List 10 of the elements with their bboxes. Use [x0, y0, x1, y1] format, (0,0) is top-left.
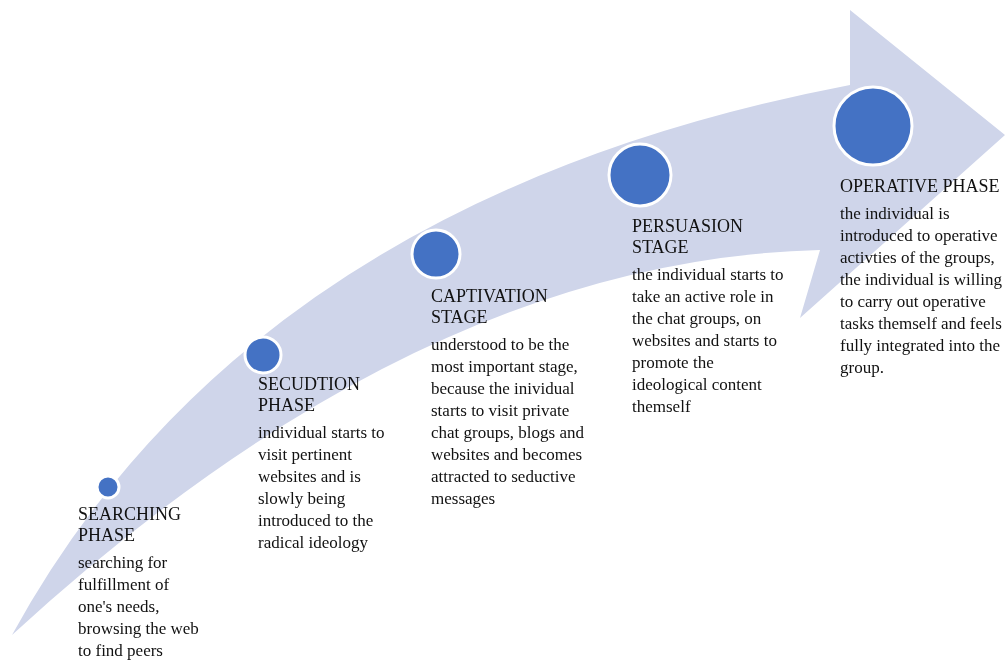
- stage-title: SECUDTION PHASE: [258, 374, 361, 416]
- stage-description: searching for fulfillment of one's needs, browsing the web to find peers: [78, 552, 200, 662]
- stage-description: understood to be the most important stage, because the inividual starts to visit private chat groups, blogs and websites and becomes attracted to seductive messages: [431, 334, 585, 510]
- stage-description: individual starts to visit pertinent websites and is slowly being introduced to the radical ideology: [258, 422, 386, 554]
- stage-description: the individual is introduced to operative activties of the groups, the individual is willing to carry out operative tasks themself and feels fully integrated into the group.: [840, 203, 1003, 379]
- stage-title: CAPTIVATION STAGE: [431, 286, 549, 328]
- stage-title: SEARCHING PHASE: [78, 504, 182, 546]
- stage-title: PERSUASION STAGE: [632, 216, 745, 258]
- stage-title: OPERATIVE PHASE: [840, 176, 1001, 197]
- stage-description: the individual starts to take an active role in the chat groups, on websites and starts to promote the ideological content themself: [632, 264, 785, 418]
